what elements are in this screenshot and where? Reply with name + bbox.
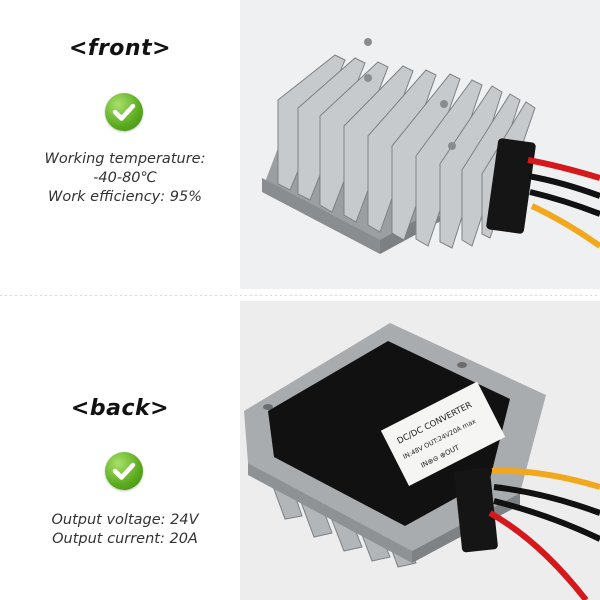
front-info: <front> Working temperature: -40-80℃ Wor…: [0, 0, 240, 290]
panel-divider: [0, 289, 600, 301]
spec-work-efficiency: Work efficiency: 95%: [48, 189, 202, 205]
back-info: <back> Output voltage: 24V Output curren…: [0, 300, 240, 600]
front-spec-text: Working temperature: -40-80℃ Work effici…: [0, 150, 250, 207]
back-panel: <back> Output voltage: 24V Output curren…: [0, 300, 600, 600]
spec-working-temperature-value: -40-80℃: [93, 170, 157, 186]
back-heading: <back>: [70, 396, 170, 421]
front-heading: <front>: [68, 36, 172, 61]
back-spec-text: Output voltage: 24V Output current: 20A: [0, 511, 250, 549]
check-icon: [105, 452, 143, 490]
spec-working-temperature-label: Working temperature:: [44, 151, 206, 167]
front-panel: <front> Working temperature: -40-80℃ Wor…: [0, 0, 600, 290]
spec-output-voltage: Output voltage: 24V: [51, 512, 199, 528]
front-product-photo: [240, 0, 600, 289]
back-product-photo: DC/DC CONVERTER IN:48V OUT:24V20A max IN…: [240, 301, 600, 600]
spec-output-current: Output current: 20A: [52, 531, 198, 547]
check-icon: [105, 93, 143, 131]
